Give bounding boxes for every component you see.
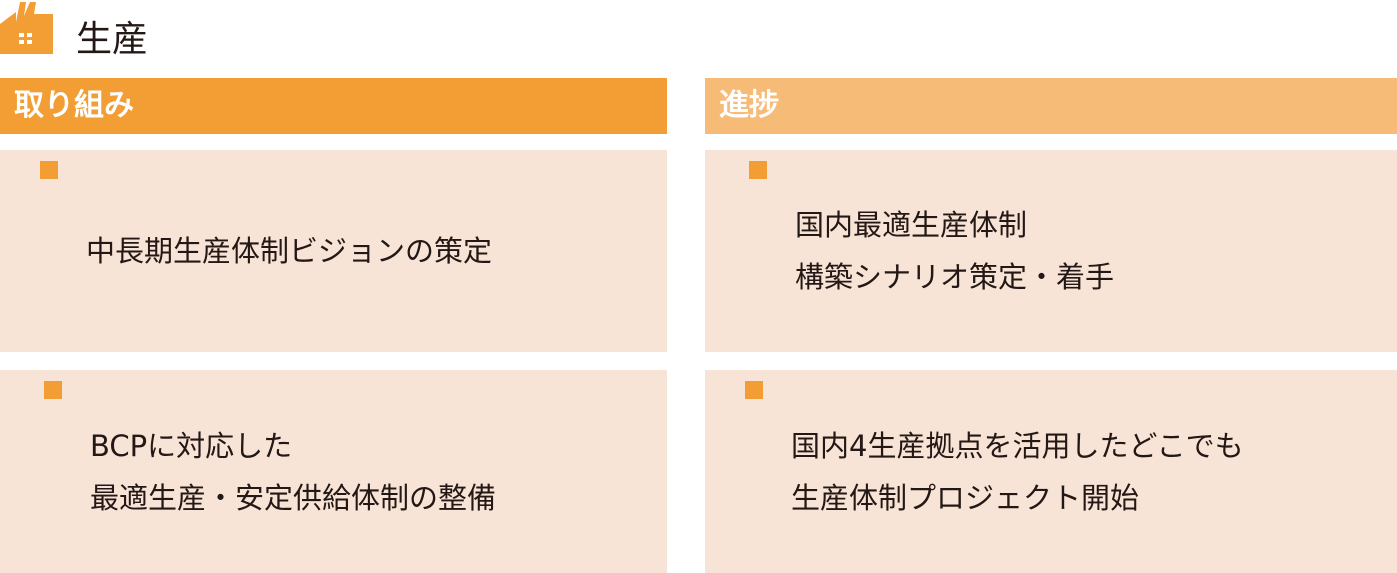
initiative-cell-1: 中長期生産体制ビジョンの策定 bbox=[0, 150, 667, 352]
bullet-icon bbox=[40, 161, 58, 179]
page-title: 生産 bbox=[76, 19, 149, 60]
column-header-initiatives: 取り組み bbox=[0, 78, 667, 134]
progress-text: 国内4生産拠点を活用したどこでも生産体制プロジェクト開始 bbox=[791, 428, 1244, 515]
progress-cell-1: 国内最適生産体制構築シナリオ策定・着手 bbox=[705, 150, 1397, 352]
initiative-text: 中長期生産体制ビジョンの策定 bbox=[86, 234, 493, 268]
factory-icon bbox=[0, 2, 53, 54]
progress-cell-2: 国内4生産拠点を活用したどこでも生産体制プロジェクト開始 bbox=[705, 370, 1397, 573]
initiative-text: BCPに対応した最適生産・安定供給体制の整備 bbox=[90, 428, 497, 515]
bullet-icon bbox=[745, 381, 763, 399]
initiative-cell-2: BCPに対応した最適生産・安定供給体制の整備 bbox=[0, 370, 667, 573]
bullet-icon bbox=[749, 161, 767, 179]
progress-text: 国内最適生産体制構築シナリオ策定・着手 bbox=[795, 208, 1115, 294]
bullet-icon bbox=[44, 381, 62, 399]
column-header-progress: 進捗 bbox=[705, 78, 1397, 134]
